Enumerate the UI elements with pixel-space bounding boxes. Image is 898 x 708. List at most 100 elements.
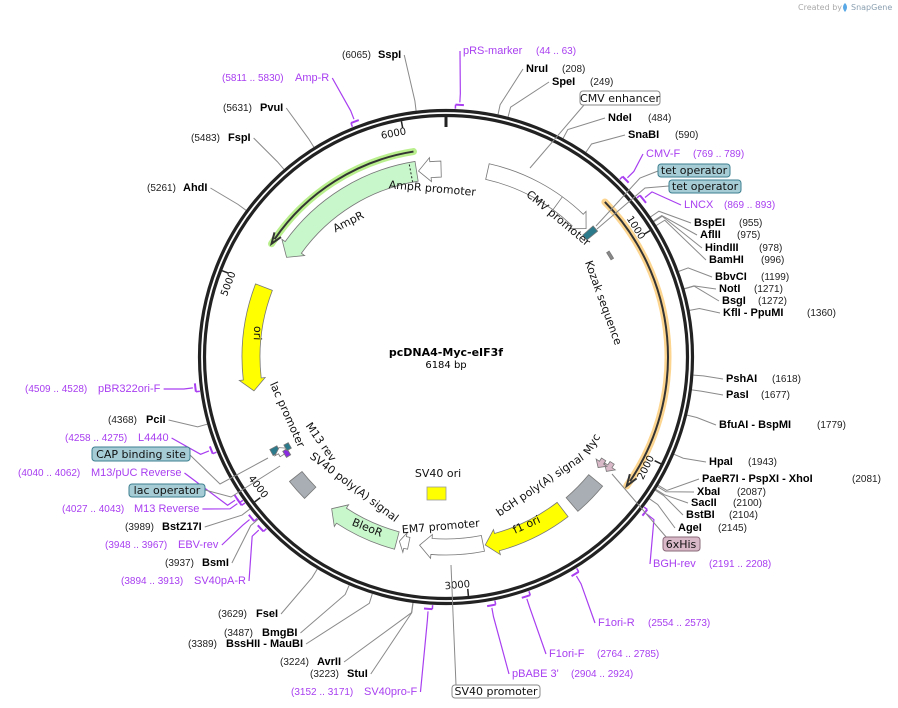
cmv-promoter-feature[interactable]: [485, 163, 587, 230]
primer-l4440[interactable]: L4440(4258 .. 4275): [65, 432, 169, 444]
tet-operator-feature[interactable]: [582, 225, 599, 241]
enzyme-site-spei[interactable]: SpeI(249): [552, 76, 613, 88]
ampr-feature[interactable]: [281, 160, 419, 258]
primer-f1ori-r[interactable]: F1ori-R(2554 .. 2573): [598, 617, 710, 629]
enzyme-name: FspI: [228, 132, 251, 144]
boxed-label-tet-operator-1[interactable]: tet operator: [595, 163, 731, 227]
boxed-label-sv40-promoter[interactable]: SV40 promoter: [450, 564, 541, 699]
sv40-ori-feature[interactable]: [426, 486, 447, 501]
enzyme-site-bbvci[interactable]: BbvCI(1199): [715, 271, 789, 283]
primer-sv40pro-f[interactable]: SV40pro-F(3152 .. 3171): [291, 686, 417, 698]
enzyme-leader-line: [300, 585, 350, 634]
enzyme-site-bsgi[interactable]: BsgI(1272): [722, 295, 787, 307]
enzyme-site-agei[interactable]: AgeI (2145): [678, 522, 747, 534]
enzyme-name: PciI: [146, 414, 166, 426]
enzyme-site-bstbi[interactable]: BstBI(2104): [686, 509, 758, 521]
primer-name: L4440: [138, 432, 169, 444]
primer-pbabe-3-[interactable]: pBABE 3'(2904 .. 2924): [512, 668, 633, 680]
feature-label-bgh-polya[interactable]: bGH poly(A) signal: [494, 451, 586, 519]
enzyme-site-nrui[interactable]: NruI(208): [526, 63, 585, 75]
enzyme-site-bstz17i[interactable]: BstZ17I(3989): [125, 521, 202, 533]
primer-ebv-rev[interactable]: EBV-rev(3948 .. 3967): [105, 539, 219, 551]
primer-lncx[interactable]: LNCX(869 .. 893): [684, 199, 775, 211]
enzyme-site-bspei[interactable]: BspEI(955): [694, 217, 762, 229]
primer-leader-line: [575, 575, 596, 624]
enzyme-site-fsei[interactable]: FseI(3629): [218, 608, 278, 620]
enzyme-position: (2145): [718, 523, 747, 534]
enzyme-site-pasi[interactable]: PasI(1677): [726, 389, 790, 401]
feature-label-em7-promoter[interactable]: EM7 promoter: [401, 517, 480, 537]
orf-myc-eif3f[interactable]: [604, 201, 669, 482]
enzyme-site-snabi[interactable]: SnaBI(590): [628, 129, 698, 141]
enzyme-site-fspi[interactable]: FspI(5483): [191, 132, 251, 144]
primer-mark-hook: [636, 194, 641, 199]
enzyme-position: (5631): [223, 103, 252, 114]
primer-f1ori-f[interactable]: F1ori-F(2764 .. 2785): [549, 648, 659, 660]
enzyme-site-sacii[interactable]: SacII(2100): [691, 497, 762, 509]
enzyme-site-bsshii[interactable]: BssHII - MauBI(3389): [188, 638, 303, 650]
boxed-label-cmv-enhancer[interactable]: CMV enhancer: [529, 90, 661, 169]
primer-m13-puc-reverse[interactable]: M13/pUC Reverse(4040 .. 4062): [18, 467, 181, 479]
myc-feature-2[interactable]: [595, 457, 608, 468]
enzyme-site-ahdi[interactable]: AhdI (5261): [147, 182, 207, 194]
primer-pbr322ori-f[interactable]: pBR322ori-F(4509 .. 4528): [25, 383, 161, 395]
primer-amp-r[interactable]: Amp-R(5811 .. 5830): [222, 72, 329, 84]
enzyme-site-bmgbi[interactable]: BmgBI(3487): [224, 627, 297, 639]
enzyme-leader-line: [562, 117, 606, 139]
feature-label-ori[interactable]: ori: [251, 326, 264, 341]
enzyme-position: (3629): [218, 609, 247, 620]
feature-label-myc[interactable]: Myc: [581, 431, 603, 457]
enzyme-site-paer7i[interactable]: PaeR7I - PspXI - XhoI(2081): [702, 473, 881, 485]
cap-site-feature[interactable]: [283, 442, 292, 452]
feature-label-lac-promoter[interactable]: lac promoter: [267, 380, 308, 450]
enzyme-site-bfuai[interactable]: BfuAI - BspMI(1779): [719, 419, 846, 431]
ampr-promoter-feature[interactable]: [417, 156, 442, 183]
enzyme-site-pcii[interactable]: PciI(4368): [108, 414, 166, 426]
sv40-polya-feature[interactable]: [288, 470, 317, 499]
primer-binding-mark: [233, 494, 241, 504]
primer-m13-reverse[interactable]: M13 Reverse(4027 .. 4043): [62, 503, 199, 515]
enzyme-position: (5261): [147, 183, 176, 194]
em7-promoter-feature[interactable]: [398, 531, 411, 554]
feature-label-sv40-ori[interactable]: SV40 ori: [415, 467, 461, 480]
enzyme-site-pvui[interactable]: PvuI(5631): [223, 102, 283, 114]
feature-label-kozak[interactable]: Kozak sequence: [582, 259, 625, 347]
enzyme-site-aflii[interactable]: AflII(975): [700, 229, 760, 241]
enzyme-site-bsmi[interactable]: BsmI(3937): [165, 557, 229, 569]
enzyme-site-ndei[interactable]: NdeI(484): [608, 112, 671, 124]
primer-sv40pa-r[interactable]: SV40pA-R(3894 .. 3913): [121, 575, 246, 587]
enzyme-site-hpai[interactable]: HpaI(1943): [709, 456, 777, 468]
enzyme-site-hindiii[interactable]: HindIII(978): [705, 242, 782, 254]
enzyme-site-pshai[interactable]: PshAI(1618): [726, 373, 801, 385]
enzyme-site-kfli[interactable]: KflI - PpuMI(1360): [723, 307, 836, 319]
boxed-label-6xhis[interactable]: 6xHis: [611, 473, 701, 552]
enzyme-name: AgeI: [678, 522, 702, 534]
boxed-label-cap-binding-site[interactable]: CAP binding site: [91, 446, 269, 485]
primer-range: (769 .. 789): [693, 149, 744, 160]
primer-range: (3894 .. 3913): [121, 576, 183, 587]
primer-bgh-rev[interactable]: BGH-rev(2191 .. 2208): [653, 558, 771, 570]
ori-feature[interactable]: [238, 283, 273, 392]
enzyme-position: (208): [562, 64, 585, 75]
boxed-label-lac-operator[interactable]: lac operator: [128, 465, 281, 498]
kozak-feature[interactable]: [606, 250, 615, 261]
enzyme-name: AhdI: [183, 182, 207, 194]
enzyme-site-avrii[interactable]: AvrII(3224): [280, 656, 341, 668]
bleor-feature[interactable]: [331, 504, 400, 550]
f1-ori-feature[interactable]: [484, 501, 569, 556]
primer-prs-marker[interactable]: pRS-marker(44 .. 63): [463, 45, 576, 57]
enzyme-site-bamhi[interactable]: BamHI(996): [709, 254, 784, 266]
feature-label-ampr-promoter[interactable]: AmpR promoter: [388, 178, 477, 199]
sv40-promoter-feature[interactable]: [418, 533, 485, 560]
boxed-label-tet-operator-2[interactable]: tet operator: [596, 179, 742, 230]
enzyme-site-stui[interactable]: StuI(3223): [310, 668, 368, 680]
enzyme-site-xbai[interactable]: XbaI(2087): [697, 486, 766, 498]
primer-binding-mark: [423, 607, 433, 611]
ampr-orf[interactable]: [273, 150, 414, 240]
enzyme-site-noti[interactable]: NotI(1271): [719, 283, 783, 295]
enzyme-site-sspi[interactable]: SspI(6065): [342, 49, 401, 61]
myc-feature-1[interactable]: [603, 460, 617, 472]
primer-mark-hook: [262, 528, 267, 533]
bgh-polya-feature[interactable]: [565, 474, 604, 512]
primer-cmv-f[interactable]: CMV-F(769 .. 789): [646, 148, 744, 160]
